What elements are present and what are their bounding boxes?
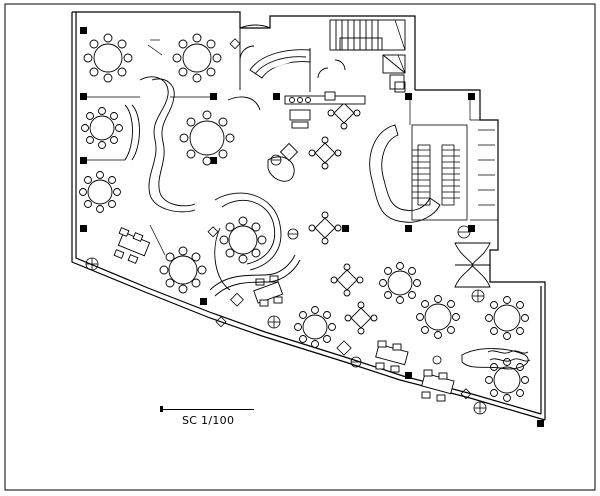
round-table-8 — [294, 306, 336, 348]
round-table-7 — [159, 246, 207, 294]
round-table-4 — [179, 110, 235, 166]
plant-1 — [85, 257, 99, 271]
plant-3 — [287, 228, 299, 240]
potted-plants — [85, 154, 487, 415]
square-table-6 — [279, 142, 299, 162]
decor-markers — [207, 38, 472, 400]
entrance-feature — [454, 242, 491, 288]
interior-partitions — [87, 39, 471, 256]
round-table-1 — [83, 33, 133, 83]
plant-4 — [350, 356, 362, 368]
plant-9 — [432, 355, 442, 365]
plant-8 — [270, 154, 282, 166]
kitchen-area — [239, 19, 406, 93]
square-table-5 — [344, 301, 378, 335]
rect-table-1 — [113, 227, 151, 264]
rect-table-2 — [253, 275, 284, 307]
rect-tables — [113, 227, 455, 402]
bar-counter — [249, 49, 366, 129]
serpentine-booth — [369, 124, 441, 223]
plant-5 — [471, 289, 485, 303]
staircase — [411, 119, 499, 221]
square-table-4 — [330, 263, 364, 297]
rect-table-3 — [375, 340, 409, 373]
structural-columns — [80, 27, 544, 427]
curved-partitions — [124, 76, 301, 297]
round-table-2 — [172, 33, 222, 83]
plant-2 — [267, 315, 281, 329]
square-tables — [279, 96, 378, 335]
service-stairs — [394, 19, 406, 74]
round-table-10 — [416, 295, 460, 339]
round-table-5 — [79, 171, 121, 213]
plant-7 — [457, 225, 471, 239]
round-table-11 — [485, 296, 529, 340]
round-table-12 — [485, 358, 529, 402]
round-table-6 — [219, 216, 267, 264]
square-table-2 — [327, 96, 361, 130]
water-feature — [267, 156, 531, 370]
round-table-3 — [81, 107, 123, 149]
drawing-frame — [4, 3, 596, 491]
scale-bar — [160, 409, 254, 410]
rect-table-4 — [421, 369, 455, 402]
plant-6 — [473, 401, 487, 415]
round-table-9 — [379, 262, 421, 304]
round-tables — [79, 33, 529, 402]
square-table-3 — [308, 211, 342, 245]
exterior-walls — [71, 11, 546, 421]
square-table-1 — [308, 136, 342, 170]
scale-label: SC 1/100 — [182, 414, 235, 427]
